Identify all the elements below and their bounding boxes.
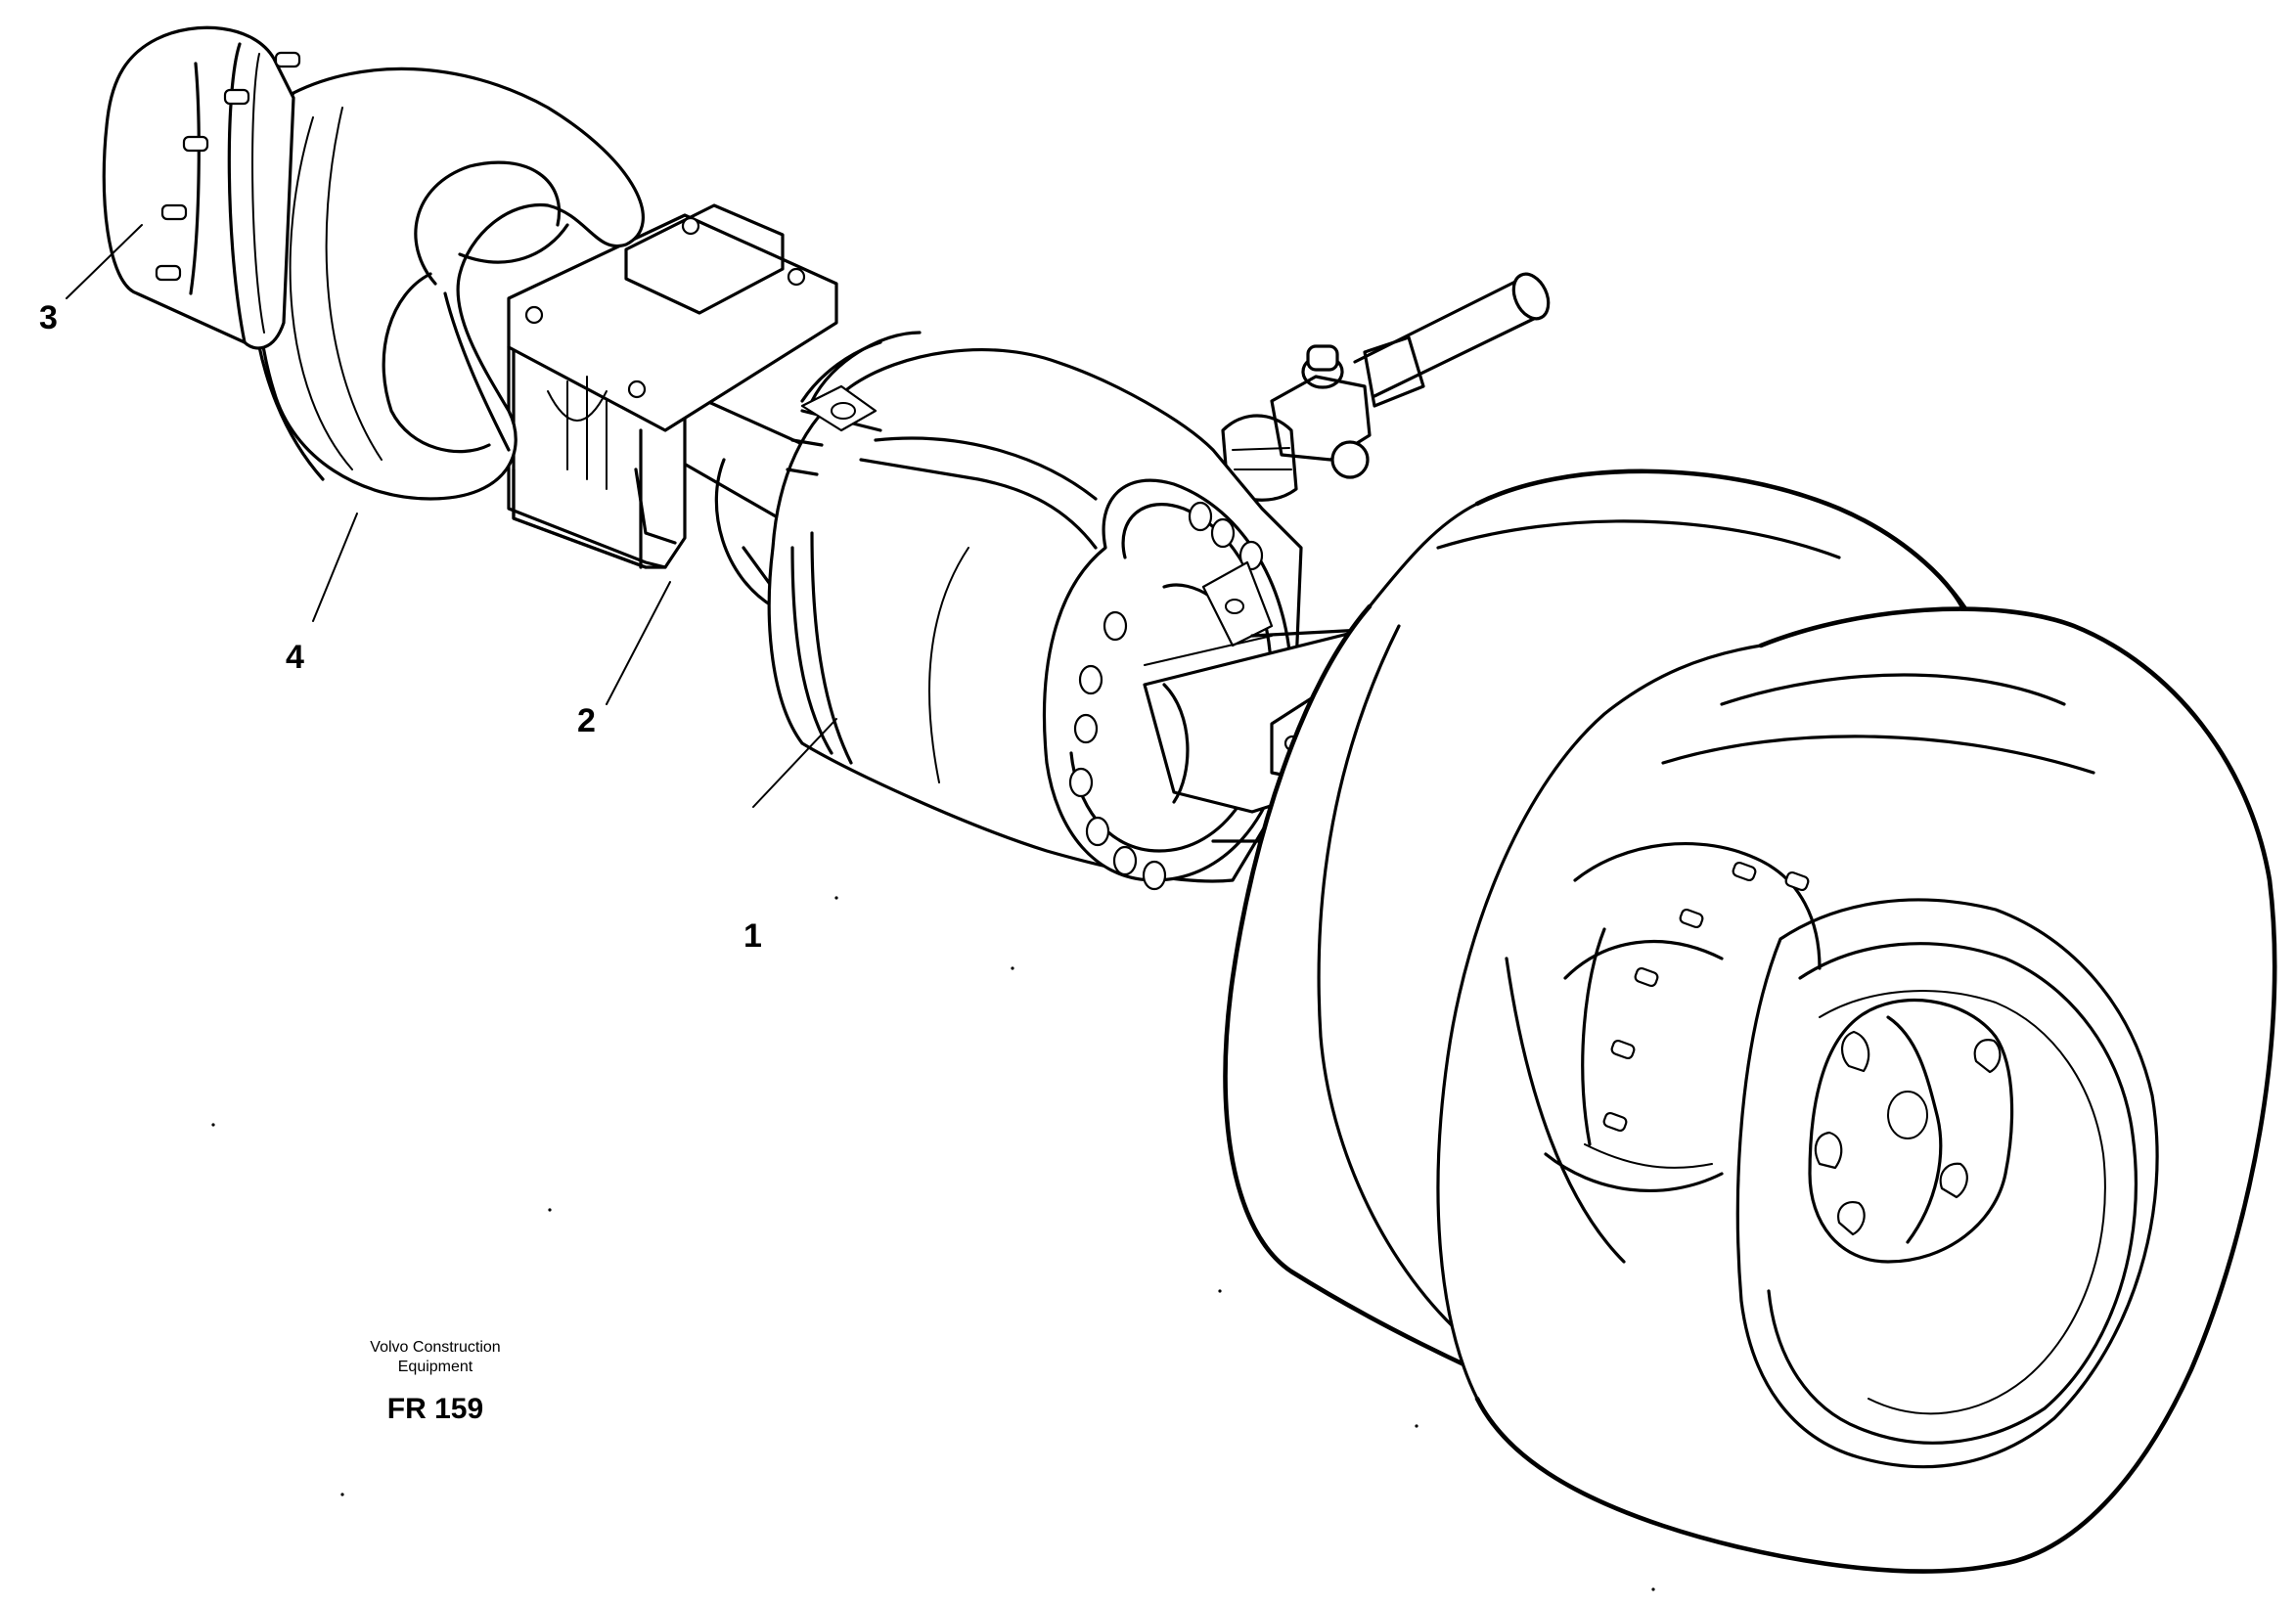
drive-shaft [1221, 272, 1551, 502]
hub-cap [1808, 999, 2014, 1264]
left-wheel-hub [102, 25, 301, 350]
leader-lines [66, 224, 837, 808]
leader-line-3 [66, 224, 143, 299]
left-spring-mount [507, 203, 838, 569]
callout-4: 4 [286, 639, 304, 676]
leader-line-2 [606, 581, 671, 705]
callout-2: 2 [577, 702, 596, 739]
scan-specks [211, 896, 1655, 1591]
left-hub-studs [155, 51, 301, 282]
credit-block: Volvo Construction Equipment FR 159 [333, 1338, 538, 1428]
leader-line-4 [312, 513, 358, 622]
right-hub-studs [1581, 861, 1810, 1146]
leader-line-1 [752, 718, 837, 808]
credit-line-2: Equipment [397, 1359, 473, 1375]
callout-3: 3 [39, 299, 58, 336]
callout-1: 1 [743, 917, 762, 955]
left-brake-drum [248, 67, 645, 501]
right-dual-wheel [1223, 468, 2277, 1574]
credit-line-1: Volvo Construction [370, 1339, 501, 1356]
figure-code: FR 159 [386, 1393, 484, 1425]
flange-bolts [1068, 501, 1264, 891]
